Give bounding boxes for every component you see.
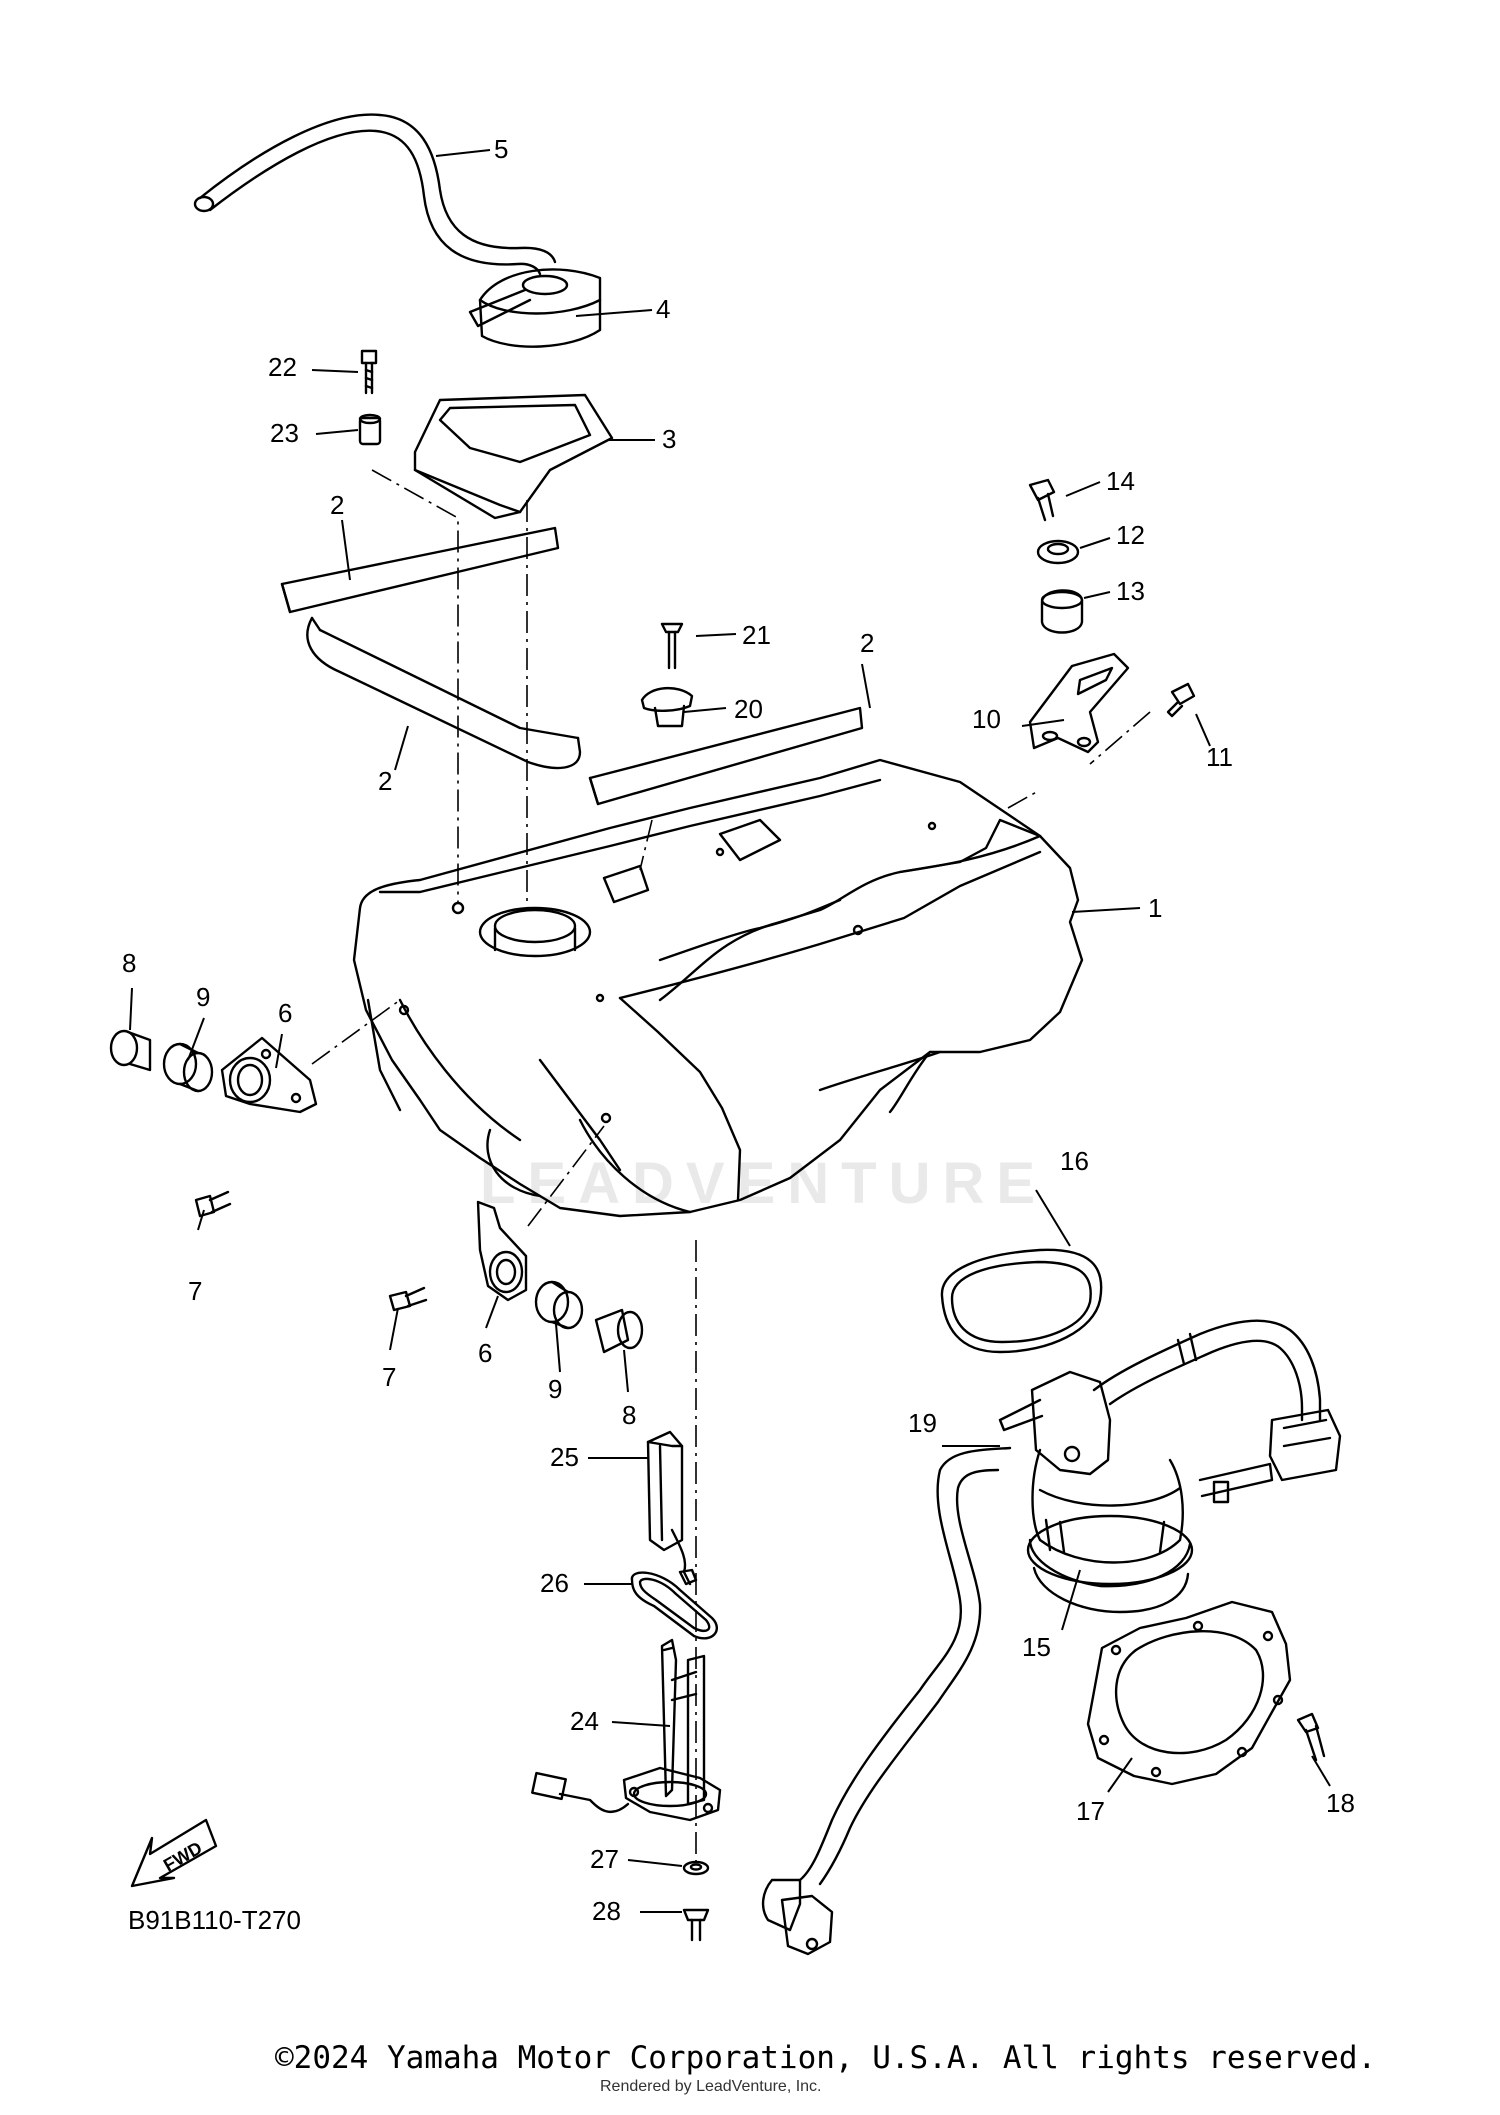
washer-27 xyxy=(682,1860,710,1876)
grommet-8-left xyxy=(109,1029,152,1072)
callout-2: 2 xyxy=(330,490,344,520)
damper-20 xyxy=(640,687,694,728)
callout-22: 22 xyxy=(268,352,297,382)
tank-cover xyxy=(468,268,602,348)
callout-9: 9 xyxy=(196,982,210,1012)
gasket-plate-17 xyxy=(1086,1600,1292,1786)
callout-8: 8 xyxy=(622,1400,636,1430)
callout-6: 6 xyxy=(478,1338,492,1368)
callout-25: 25 xyxy=(550,1442,579,1472)
bolt-7-left xyxy=(194,1190,232,1218)
callout-14: 14 xyxy=(1106,466,1135,496)
bolt-7-right xyxy=(388,1286,428,1312)
callout-19: 19 xyxy=(908,1408,937,1438)
damper-9-left xyxy=(162,1042,214,1093)
callout-4: 4 xyxy=(656,294,670,324)
callout-2: 2 xyxy=(860,628,874,658)
o-ring-26 xyxy=(630,1571,718,1640)
callout-18: 18 xyxy=(1326,1788,1355,1818)
callout-17: 17 xyxy=(1076,1796,1105,1826)
callout-8: 8 xyxy=(122,948,136,978)
bracket-10 xyxy=(1028,652,1130,754)
grommet-13 xyxy=(1040,589,1084,634)
rendered-by-notice: Rendered by LeadVenture, Inc. xyxy=(600,2078,822,2095)
callout-11: 11 xyxy=(1206,742,1233,772)
callout-26: 26 xyxy=(540,1568,569,1598)
callout-27: 27 xyxy=(590,1844,619,1874)
callout-10: 10 xyxy=(972,704,1001,734)
fuel-level-sender-25 xyxy=(646,1430,698,1586)
seat-strip-right xyxy=(588,706,864,806)
assembly-lines xyxy=(311,469,1151,1866)
leader-lines xyxy=(129,149,1331,1913)
callout-12: 12 xyxy=(1116,520,1145,550)
callout-6: 6 xyxy=(278,998,292,1028)
callout-1: 1 xyxy=(1148,893,1162,923)
bolt-22 xyxy=(360,349,378,395)
callout-21: 21 xyxy=(742,620,771,650)
callout-3: 3 xyxy=(662,424,676,454)
callout-23: 23 xyxy=(270,418,299,448)
callout-9: 9 xyxy=(548,1374,562,1404)
collar-12 xyxy=(1036,539,1080,565)
bolt-14 xyxy=(1028,478,1056,522)
callout-7: 7 xyxy=(188,1276,202,1306)
callout-7: 7 xyxy=(382,1362,396,1392)
callout-5: 5 xyxy=(494,134,508,164)
callout-15: 15 xyxy=(1022,1632,1051,1662)
fuel-tank xyxy=(352,758,1084,1218)
bracket-6-left xyxy=(220,1036,318,1114)
diagram-code: B91B110-T270 xyxy=(128,1905,301,1935)
fuel-pump-15 xyxy=(998,1319,1342,1614)
filler-plate xyxy=(413,393,614,520)
callout-2: 2 xyxy=(378,766,392,796)
collar-23 xyxy=(358,413,382,446)
callout-13: 13 xyxy=(1116,576,1145,606)
damper-9-right xyxy=(534,1280,584,1330)
copyright-notice: ©2024 Yamaha Motor Corporation, U.S.A. A… xyxy=(275,2040,1377,2076)
callout-20: 20 xyxy=(734,694,763,724)
callout-28: 28 xyxy=(592,1896,621,1926)
watermark: LEADVENTURE xyxy=(480,1151,1048,1216)
gasket-16 xyxy=(940,1248,1103,1354)
fuel-hose-19 xyxy=(761,1446,1012,1956)
fwd-arrow-icon xyxy=(130,1818,218,1888)
seat-strip-left xyxy=(306,616,582,770)
bolt-11 xyxy=(1166,682,1196,718)
callout-24: 24 xyxy=(570,1706,599,1736)
seat-strip-top-left xyxy=(280,526,560,614)
bracket-6-right xyxy=(476,1200,528,1302)
bolt-18 xyxy=(1296,1712,1326,1762)
callout-16: 16 xyxy=(1060,1146,1089,1176)
grommet-8-right xyxy=(594,1308,644,1354)
breather-hose xyxy=(193,113,557,276)
screw-28 xyxy=(682,1908,710,1942)
fuel-sender-24 xyxy=(531,1638,722,1822)
screw-21 xyxy=(660,622,684,670)
